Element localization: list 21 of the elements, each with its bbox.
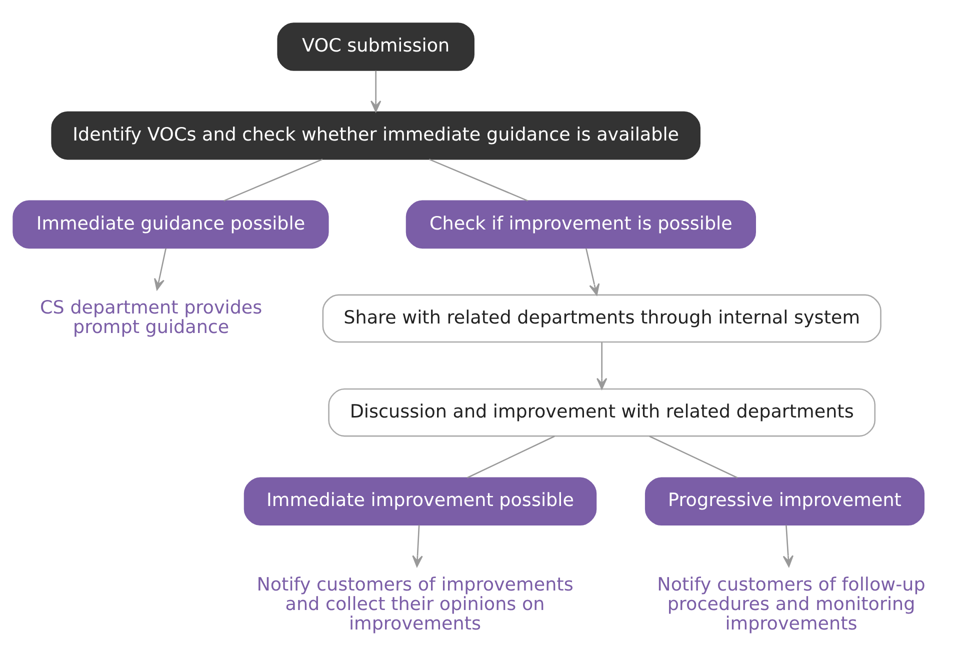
node-box: Immediate guidance possible [12,200,329,249]
arrow [370,70,382,112]
arrow [782,525,794,568]
node-box: Share with related departments through internal system [322,294,882,343]
node-box: Progressive improvement [644,477,925,526]
arrow [585,248,600,296]
node-text: Notify customers of follow-up procedures and monitoring improvements [657,574,926,635]
arrow [412,525,423,568]
connector [428,158,528,202]
arrow [154,248,167,290]
node-box: VOC submission [277,22,474,71]
node-box: Check if improvement is possible [406,200,756,249]
node-box: Identify VOCs and check whether immediate guidance is available [51,111,700,160]
arrow [596,342,608,390]
connector [649,436,738,478]
connector [224,158,323,202]
node-box: Discussion and improvement with related departments [328,388,876,437]
node-box: Immediate improvement possible [244,477,597,526]
node-text: CS department provides prompt guidance [40,298,262,338]
connector [466,436,555,478]
node-text: Notify customers of improvements and collect their opinions on improvements [256,574,574,635]
